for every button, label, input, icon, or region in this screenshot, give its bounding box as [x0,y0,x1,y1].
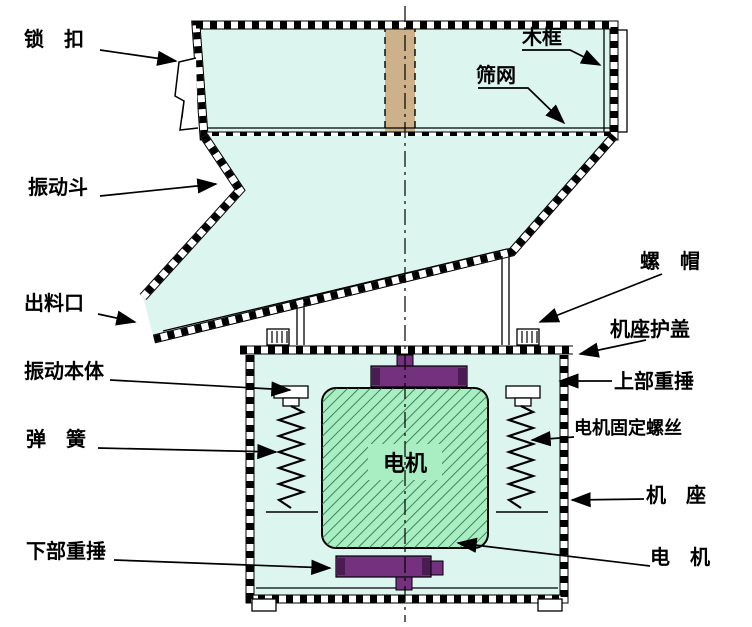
leader-arrow-motor [456,537,651,567]
upper-hammer-right-cap [458,368,467,385]
upper-hammer-bar [370,365,468,388]
lower-hammer [335,555,444,591]
label-sieve-mesh: 筛网 [476,63,516,87]
base-cover-plate [240,328,573,350]
leader-arrow-motor-screw [530,431,575,447]
right-foot [537,598,563,612]
lower-hammer-right-cap [422,558,431,575]
left-spring [266,405,318,513]
label-lower-hammer: 下部重捶 [26,539,106,563]
leader-arrow-body [109,379,292,397]
label-lock-buckle: 锁 扣 [24,27,84,51]
lower-hammer-bar [335,555,432,578]
label-motor-fixing-screw: 电机固定螺丝 [574,417,682,438]
label-discharge-outlet: 出料口 [24,292,84,315]
labels: 锁 扣 木框 筛网 振动斗 出料口 振动本体 弹 簧 下部重捶 螺 帽 机座护盖… [24,25,710,569]
label-base-cover: 机座护盖 [610,317,690,341]
left-foot [251,598,277,612]
top-frame [174,25,628,136]
right-spring [496,405,548,513]
motor: 电机 [321,387,489,549]
leader-arrow-spring [97,443,278,460]
leader-arrow-outlet [97,310,137,326]
label-upper-hammer: 上部重捶 [614,369,694,393]
leader-arrow-lower-hammer [113,559,332,575]
leaders [97,49,663,575]
label-vibrating-hopper: 振动斗 [28,176,88,199]
leader-arrow-nut [538,273,663,323]
leader-arrow-hopper [99,178,218,197]
label-wood-frame: 木框 [521,25,562,49]
leader-arrow-machine-base [570,492,645,508]
right-nut [516,328,540,346]
lower-hammer-stub [395,576,413,591]
hopper [143,136,614,345]
lock-buckle-detail [181,100,185,119]
lock-buckle-shape [174,57,199,131]
label-vibrating-body: 振动本体 [24,359,105,383]
label-spring: 弹 簧 [26,427,86,451]
lower-hammer-left-cap [336,558,345,575]
leader-arrow-wood-frame [522,49,602,66]
right-spring-bracket [505,385,541,407]
center-strip [385,25,415,136]
lower-hammer-side-piece [430,560,444,576]
label-nut: 螺 帽 [640,250,700,273]
label-machine-base: 机 座 [646,483,706,507]
upper-hammer-left-cap [371,368,380,385]
leader-arrow-lock-buckle [99,49,178,66]
label-motor: 电 机 [650,545,710,569]
leader-arrow-base-cover [578,339,647,358]
hopper-fill [143,136,614,339]
leader-arrow-sieve-mesh [478,87,566,125]
left-nut [266,328,290,346]
